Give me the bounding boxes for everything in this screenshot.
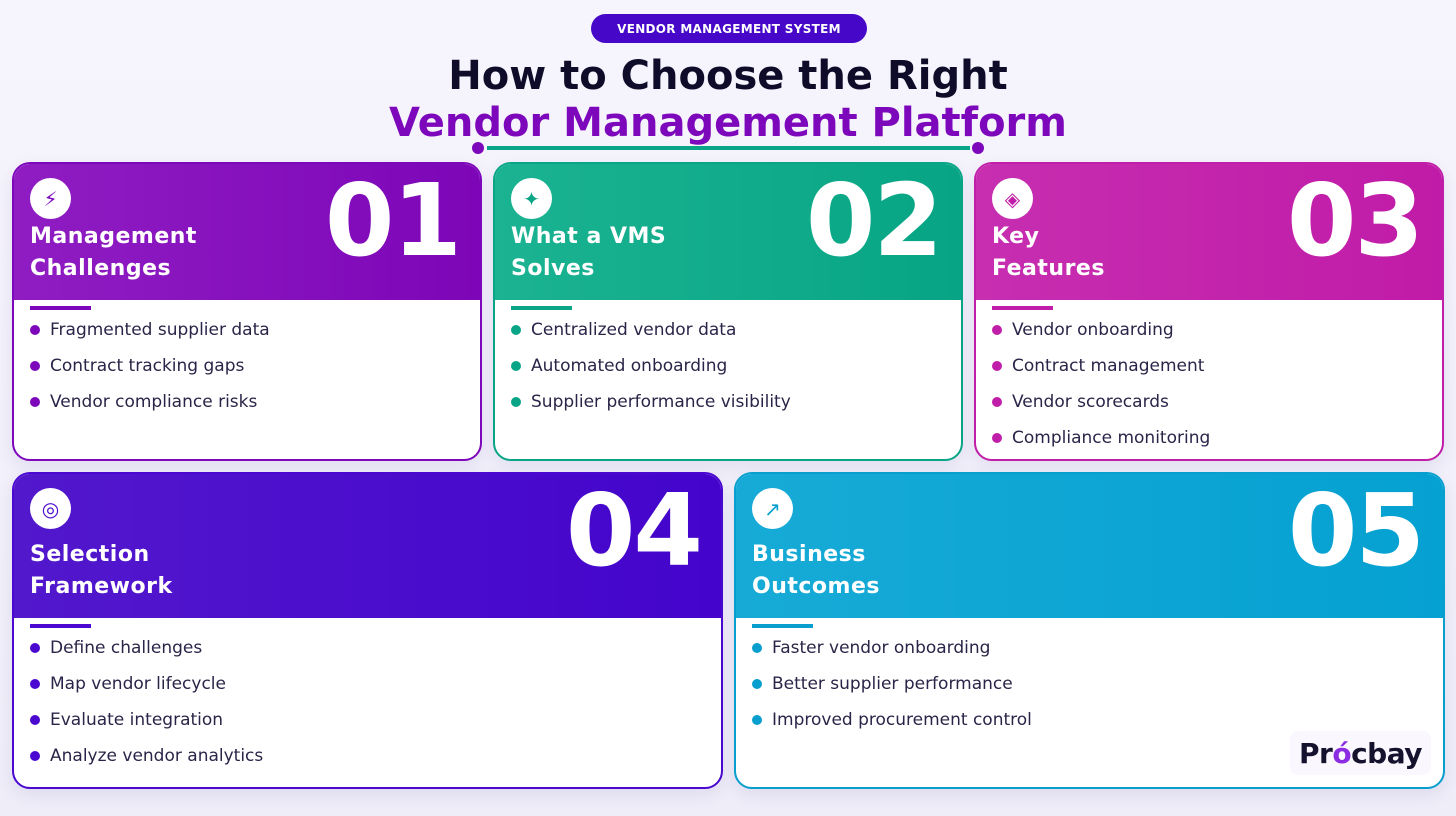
- card-list: Define challenges Map vendor lifecycle E…: [30, 630, 263, 774]
- card-header: [976, 164, 1442, 300]
- list-item: Analyze vendor analytics: [30, 738, 263, 774]
- card-list: Centralized vendor data Automated onboar…: [511, 312, 791, 420]
- bullet: [511, 325, 521, 335]
- bullet: [992, 361, 1002, 371]
- card-title-line2: Solves: [511, 256, 595, 281]
- card-management-challenges: ⚡ 01 Management Challenges Fragmented su…: [12, 162, 482, 461]
- title-underline: [487, 146, 970, 150]
- list-item: Compliance monitoring: [992, 420, 1210, 456]
- list-item: Fragmented supplier data: [30, 312, 270, 348]
- card-accent-bar: [752, 624, 813, 628]
- bullet: [752, 715, 762, 725]
- arrow-up-right-icon: ↗: [752, 488, 793, 529]
- bullet: [511, 397, 521, 407]
- bullet: [992, 397, 1002, 407]
- card-selection-framework: ◎ 04 Selection Framework Define challeng…: [12, 472, 723, 789]
- card-title-line2: Framework: [30, 574, 173, 599]
- bullet: [992, 433, 1002, 443]
- underline-dot-left: [472, 142, 484, 154]
- card-number: 01: [324, 162, 462, 279]
- card-header: [14, 164, 480, 300]
- list-item: Contract tracking gaps: [30, 348, 270, 384]
- card-business-outcomes: ↗ 05 Business Outcomes Faster vendor onb…: [734, 472, 1445, 789]
- card-header: [736, 474, 1443, 618]
- card-title-line1: What a VMS: [511, 224, 667, 249]
- list-item: Improved procurement control: [752, 702, 1032, 738]
- card-accent-bar: [30, 306, 91, 310]
- list-item: Evaluate integration: [30, 702, 263, 738]
- page-title-line2: Vendor Management Platform: [389, 100, 1067, 146]
- list-item: Automated onboarding: [511, 348, 791, 384]
- bullet: [752, 643, 762, 653]
- diamond-icon: ◈: [992, 178, 1033, 219]
- bullet: [30, 643, 40, 653]
- card-header: [14, 474, 721, 618]
- list-item: Define challenges: [30, 630, 263, 666]
- bullet: [30, 397, 40, 407]
- list-item: Vendor compliance risks: [30, 384, 270, 420]
- list-item: Vendor onboarding: [992, 312, 1210, 348]
- underline-dot-right: [972, 142, 984, 154]
- list-item: Supplier performance visibility: [511, 384, 791, 420]
- card-title-line2: Outcomes: [752, 574, 880, 599]
- bullet: [30, 715, 40, 725]
- list-item: Better supplier performance: [752, 666, 1032, 702]
- bullet: [30, 325, 40, 335]
- card-number: 03: [1286, 162, 1424, 279]
- page-title-line1: How to Choose the Right: [448, 53, 1008, 99]
- card-key-features: ◈ 03 Key Features Vendor onboarding Cont…: [974, 162, 1444, 461]
- list-item: Vendor scorecards: [992, 384, 1210, 420]
- card-list: Vendor onboarding Contract management Ve…: [992, 312, 1210, 456]
- card-title-line2: Features: [992, 256, 1105, 281]
- card-accent-bar: [30, 624, 91, 628]
- card-title-line2: Challenges: [30, 256, 172, 281]
- card-title-line1: Management: [30, 224, 197, 249]
- card-header: [495, 164, 961, 300]
- card-number: 02: [805, 162, 943, 279]
- list-item: Faster vendor onboarding: [752, 630, 1032, 666]
- card-accent-bar: [511, 306, 572, 310]
- category-badge: VENDOR MANAGEMENT SYSTEM: [591, 14, 867, 43]
- lightning-icon: ⚡: [30, 178, 71, 219]
- list-item: Centralized vendor data: [511, 312, 791, 348]
- list-item: Map vendor lifecycle: [30, 666, 263, 702]
- card-accent-bar: [992, 306, 1053, 310]
- card-list: Faster vendor onboarding Better supplier…: [752, 630, 1032, 738]
- bullet: [30, 361, 40, 371]
- sparkle-icon: ✦: [511, 178, 552, 219]
- card-title-line1: Business: [752, 542, 866, 567]
- card-list: Fragmented supplier data Contract tracki…: [30, 312, 270, 420]
- target-icon: ◎: [30, 488, 71, 529]
- card-title-line1: Key: [992, 224, 1040, 249]
- bullet: [992, 325, 1002, 335]
- bullet: [752, 679, 762, 689]
- list-item: Contract management: [992, 348, 1210, 384]
- card-number: 05: [1287, 472, 1425, 589]
- bullet: [30, 751, 40, 761]
- card-what-vms-solves: ✦ 02 What a VMS Solves Centralized vendo…: [493, 162, 963, 461]
- card-number: 04: [565, 472, 703, 589]
- bullet: [511, 361, 521, 371]
- card-title-line1: Selection: [30, 542, 150, 567]
- bullet: [30, 679, 40, 689]
